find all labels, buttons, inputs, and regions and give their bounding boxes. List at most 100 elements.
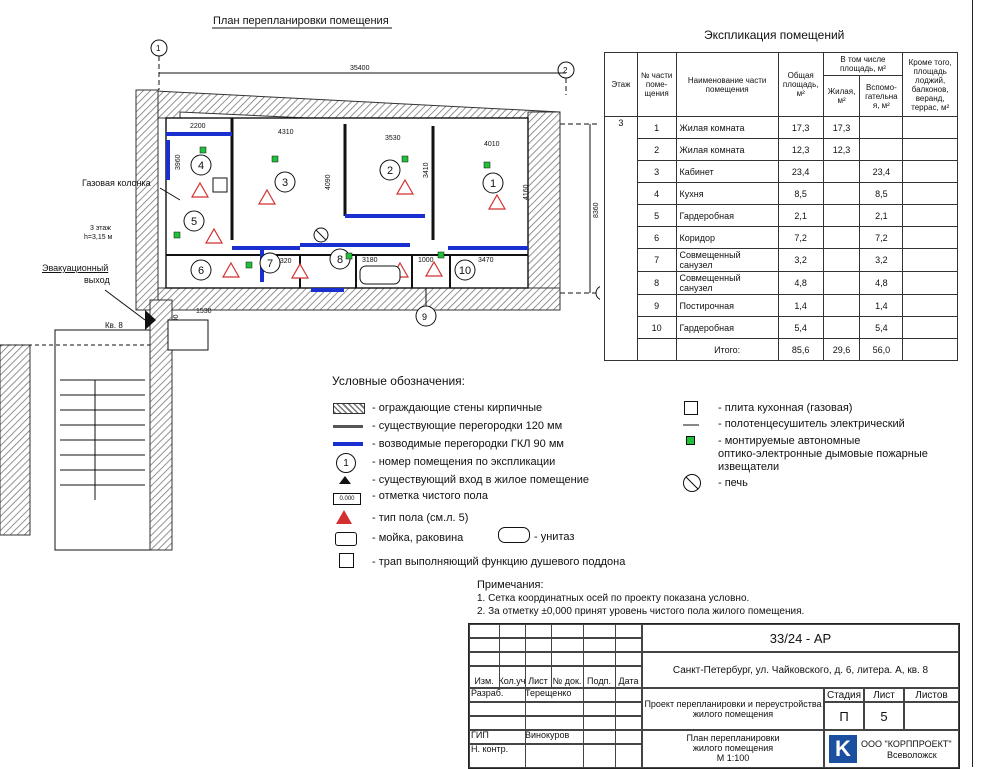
- total-cell: 29,6: [822, 338, 861, 361]
- note-1: 1. Сетка координатных осей по проекту по…: [477, 593, 750, 604]
- total-cell: 56,0: [859, 338, 904, 361]
- cell-extra: [902, 248, 958, 272]
- cell-aux: [859, 116, 904, 139]
- legend-towel: - полотенцесушитель электрический: [718, 418, 905, 430]
- legend-toilet: - унитаз: [534, 531, 575, 543]
- legend-smoke-3: извещатели: [718, 461, 780, 473]
- svg-text:6: 6: [198, 265, 204, 277]
- cell-total: 4,8: [777, 271, 824, 295]
- stamp-city: Всеволожск: [887, 750, 937, 760]
- evacuation-label: Эвакуационный: [42, 263, 109, 273]
- svg-text:2200: 2200: [190, 123, 206, 130]
- stamp-stadia: Стадия: [824, 688, 864, 702]
- total-cell: Итого:: [675, 338, 779, 361]
- svg-text:3470: 3470: [478, 257, 494, 264]
- notes-title: Примечания:: [477, 579, 544, 591]
- stamp-podp: Подп.: [587, 676, 611, 686]
- legend-roomnum: - номер помещения по экспликации: [372, 456, 556, 468]
- cell-name: Совмещенный санузел: [675, 248, 779, 272]
- cell-living: [822, 248, 861, 272]
- svg-text:4010: 4010: [484, 141, 500, 148]
- col-extra: Кроме того, площадь лоджий, балконов, ве…: [902, 52, 958, 117]
- svg-text:9: 9: [422, 312, 427, 322]
- legend-new-swatch: [333, 442, 363, 446]
- svg-text:3530: 3530: [385, 135, 401, 142]
- cell-name: Гардеробная: [675, 204, 779, 227]
- stamp-sheet-title: План перепланировки жилого помещения М 1…: [642, 730, 824, 768]
- legend-wall-swatch: [333, 403, 365, 414]
- svg-text:10: 10: [459, 265, 471, 277]
- col-name: Наименование части помещения: [675, 52, 779, 117]
- stamp-list-value: 5: [864, 702, 904, 730]
- legend-smoke-icon: [686, 436, 695, 445]
- legend-oven-icon: [683, 474, 701, 492]
- legend-drain-icon: [339, 553, 354, 568]
- cell-living: [822, 271, 861, 295]
- legend-stove: - плита кухонная (газовая): [718, 402, 853, 414]
- svg-text:8360: 8360: [593, 202, 600, 218]
- cell-living: [822, 204, 861, 227]
- col-incl: В том числе площадь, м²: [822, 52, 904, 76]
- cell-extra: [902, 316, 958, 339]
- stamp-date: Дата: [618, 676, 639, 686]
- cell-name: Кабинет: [675, 160, 779, 183]
- cell-extra: [902, 182, 958, 205]
- svg-text:3960: 3960: [175, 154, 182, 170]
- cell-extra: [902, 138, 958, 161]
- cell-total: 5,4: [777, 316, 824, 339]
- cell-aux: 4,8: [859, 271, 904, 295]
- svg-text:4160: 4160: [523, 184, 530, 200]
- cell-extra: [902, 271, 958, 295]
- floor-cell: 3: [604, 116, 638, 361]
- cell-total: 23,4: [777, 160, 824, 183]
- cell-extra: [902, 226, 958, 249]
- legend-sink: - мойка, раковина: [372, 532, 464, 544]
- explication-table: Этаж № части поме-щения Наименование час…: [604, 52, 958, 361]
- cell-aux: 3,2: [859, 248, 904, 272]
- legend-walls: - ограждающие стены кирпичные: [372, 402, 543, 414]
- stamp-ndoc: № док.: [552, 676, 582, 686]
- legend-room-circle: 1: [336, 453, 356, 473]
- cell-aux: 5,4: [859, 316, 904, 339]
- stamp-listov-value: [904, 702, 959, 730]
- svg-text:3320: 3320: [276, 258, 292, 265]
- legend-drain: - трап выполняющий функцию душевого подд…: [372, 556, 626, 568]
- stamp-razrab-name: Терещенко: [525, 688, 572, 698]
- legend-title: Условные обозначения:: [332, 374, 465, 388]
- cell-name: Совмещенный санузел: [675, 271, 779, 295]
- cell-aux: [859, 138, 904, 161]
- stamp-address: Санкт-Петербург, ул. Чайковского, д. 6, …: [642, 652, 959, 688]
- legend-stove-icon: [684, 401, 698, 415]
- cell-living: [822, 316, 861, 339]
- dim-total: 35400: [350, 65, 370, 72]
- cell-aux: 1,4: [859, 294, 904, 317]
- gas-heater-label: Газовая колонка: [82, 178, 151, 188]
- svg-text:3180: 3180: [362, 257, 378, 264]
- floor-plan: 35400 2200 4310 3530 4010 3960 4090 3410…: [0, 27, 600, 551]
- legend-mark-box: 0.000: [333, 493, 361, 505]
- stamp-sheet-title-3: М 1:100: [716, 753, 750, 763]
- cell-living: [822, 182, 861, 205]
- cell-extra: [902, 116, 958, 139]
- cell-total: 8,5: [777, 182, 824, 205]
- stamp-sheet-title-1: План перепланировки: [686, 733, 780, 743]
- cell-n: 10: [636, 316, 677, 339]
- svg-text:5: 5: [191, 216, 197, 228]
- stamp-code: 33/24 - АР: [642, 624, 959, 652]
- svg-text:7: 7: [267, 258, 273, 270]
- evacuation-label-2: выход: [84, 275, 110, 285]
- total-cell: 85,6: [777, 338, 824, 361]
- cell-total: 12,3: [777, 138, 824, 161]
- legend-towel-icon: [683, 424, 699, 426]
- legend-oven: - печь: [718, 477, 748, 489]
- svg-text:4310: 4310: [278, 129, 294, 136]
- cell-n: 5: [636, 204, 677, 227]
- cell-name: Гардеробная: [675, 316, 779, 339]
- svg-text:4090: 4090: [325, 174, 332, 190]
- height-label: h=3,15 м: [84, 234, 113, 241]
- svg-text:1: 1: [156, 44, 161, 53]
- apartment-label: Кв. 8: [105, 321, 123, 330]
- cell-aux: 7,2: [859, 226, 904, 249]
